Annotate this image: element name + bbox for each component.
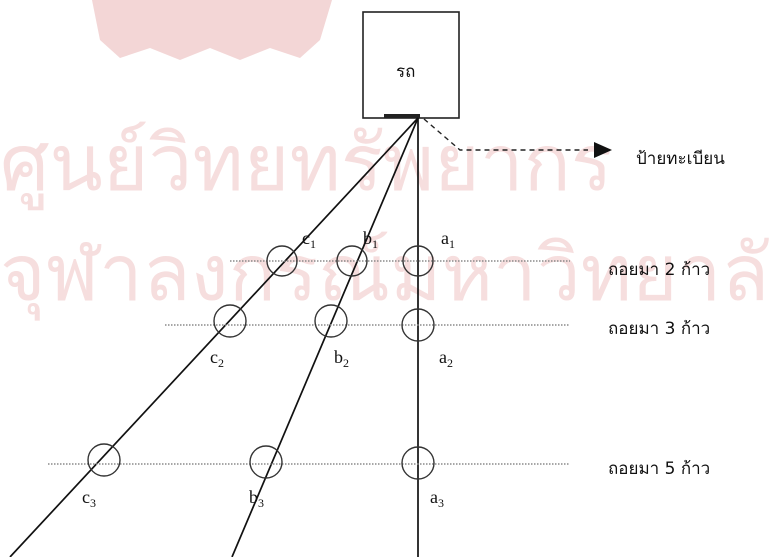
position-marker-a2	[401, 308, 435, 342]
plate-pointer-arrow-icon	[594, 142, 612, 158]
position-label-a3: a3	[430, 487, 444, 510]
position-label-b3: b3	[249, 487, 264, 510]
plate-pointer-line	[423, 118, 588, 151]
row-label: ถอยมา 2 ก้าว	[608, 260, 710, 280]
position-marker-c2	[213, 304, 247, 338]
row-label: ถอยมา 5 ก้าว	[608, 459, 710, 479]
row-3-steps: c2 b2 a2 ถอยมา 3 ก้าว	[165, 304, 710, 370]
position-label-b2: b2	[334, 347, 349, 370]
plate-label: ป้ายทะเบียน	[636, 149, 725, 169]
car: รถ	[362, 11, 460, 119]
sight-line-b	[231, 117, 419, 557]
watermark-crest-icon	[92, 0, 332, 60]
position-marker-b2	[314, 304, 348, 338]
plate-pointer: ป้ายทะเบียน	[423, 118, 725, 169]
position-marker-a3	[401, 446, 435, 480]
position-label-b1: b1	[363, 228, 378, 251]
position-marker-a1	[402, 245, 434, 277]
car-box	[362, 11, 460, 119]
watermark-line-1: ศูนย์วิทยทรัพยากร	[0, 119, 613, 210]
row-2-steps: c1 b1 a1 ถอยมา 2 ก้าว	[230, 228, 710, 280]
position-label-a1: a1	[441, 228, 455, 251]
position-label-c3: c3	[82, 487, 96, 510]
position-label-c1: c1	[302, 228, 316, 251]
position-marker-b3	[249, 445, 283, 479]
row-label: ถอยมา 3 ก้าว	[608, 319, 710, 339]
position-marker-c3	[87, 443, 121, 477]
position-marker-b1	[336, 245, 368, 277]
license-plate-mark	[384, 114, 420, 118]
watermark: ศูนย์วิทยทรัพยากร จุฬาลงกรณ์มหาวิทยาลัย	[0, 0, 769, 321]
car-label: รถ	[396, 62, 415, 82]
sight-lines	[9, 117, 419, 557]
watermark-line-2: จุฬาลงกรณ์มหาวิทยาลัย	[0, 229, 769, 321]
position-label-a2: a2	[439, 347, 453, 370]
sight-line-c	[9, 117, 419, 557]
position-marker-c1	[266, 245, 298, 277]
row-5-steps: c3 b3 a3 ถอยมา 5 ก้าว	[48, 443, 710, 510]
position-label-c2: c2	[210, 347, 224, 370]
